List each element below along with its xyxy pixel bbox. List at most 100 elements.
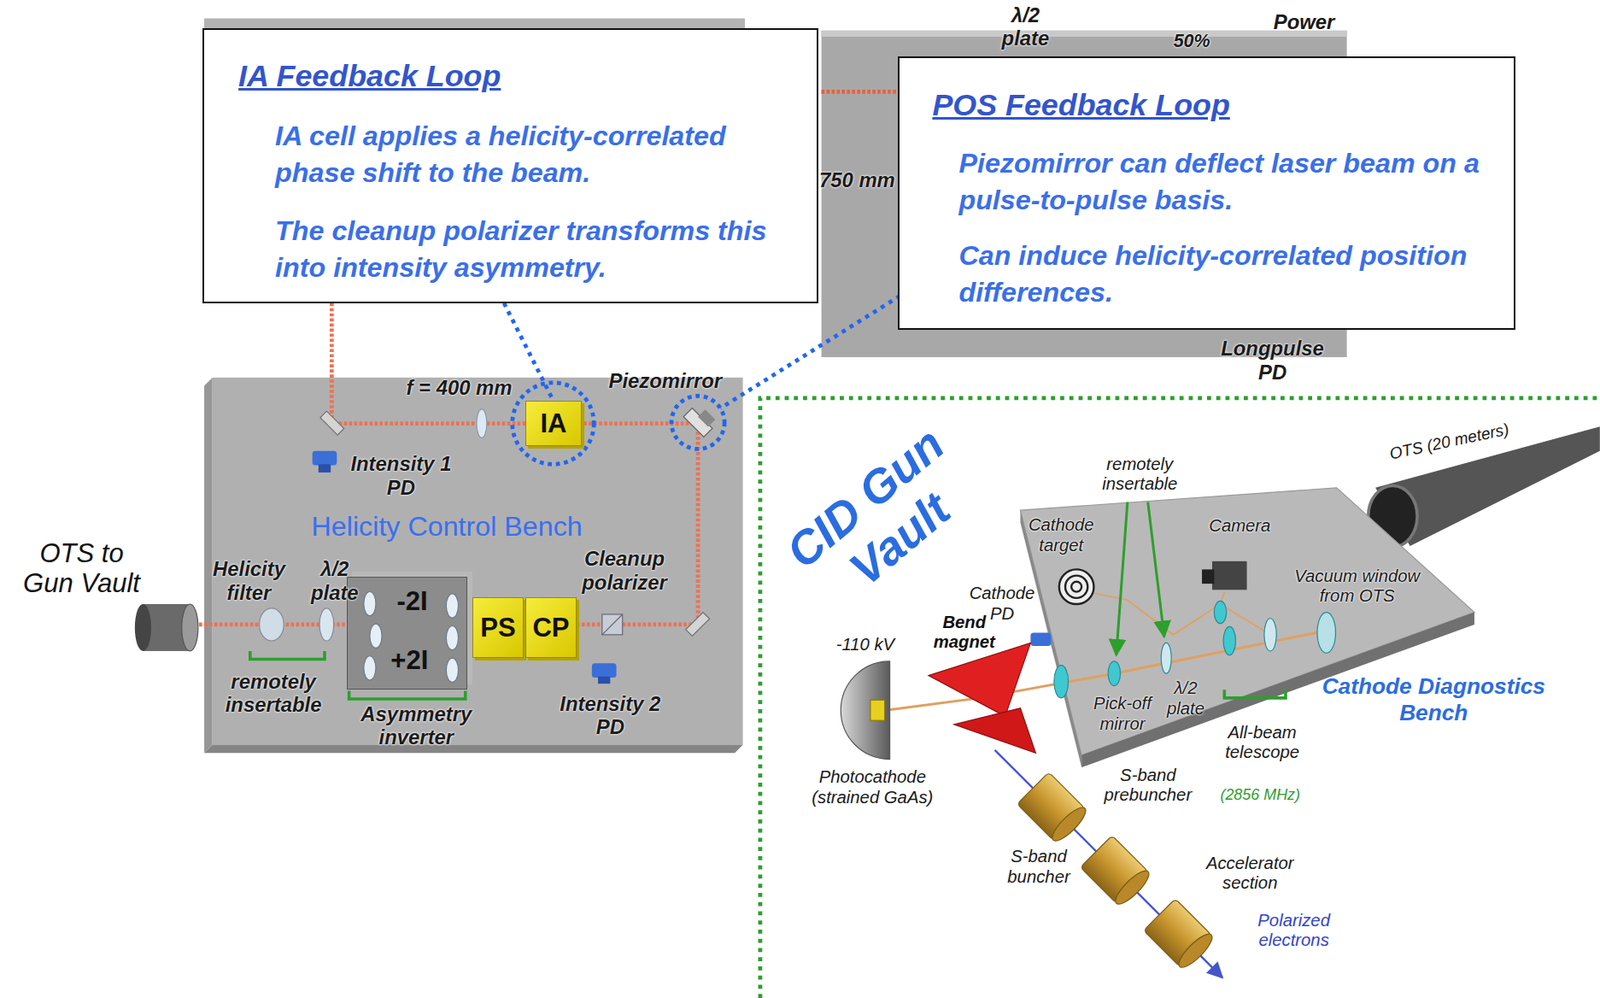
- bench-edge: [204, 377, 213, 753]
- label-slot: 50%: [1160, 30, 1223, 53]
- polarizer-cube: [602, 614, 623, 635]
- lens: [445, 593, 458, 618]
- part-label: Photocathode (strained GaAs): [785, 767, 960, 808]
- photocathode: [870, 699, 885, 721]
- dimension-label: f = 400 mm: [398, 375, 521, 399]
- part-label: Longpulse PD: [1211, 336, 1334, 384]
- label-slot: Cathode Diagnostics Bench: [1317, 673, 1550, 725]
- callout-box: IA Feedback LoopIA cell applies a helici…: [202, 28, 819, 303]
- rf-cavity: [1174, 929, 1217, 972]
- lens: [1264, 618, 1277, 651]
- camera-lens: [1201, 568, 1214, 584]
- gun-electrode: [840, 661, 890, 760]
- asymmetry-inverter: -2I +2I: [346, 576, 468, 691]
- cathode-target: [1059, 568, 1095, 604]
- label-slot: 750 mm: [818, 168, 897, 192]
- text-slot: The cleanup polarizer transforms this in…: [275, 212, 811, 287]
- node-text: The cleanup polarizer transforms this in…: [275, 212, 811, 287]
- label-slot: OTS to Gun Vault: [17, 538, 146, 599]
- text-slot: +2I: [390, 642, 448, 678]
- callout-heading: IA Feedback Loop: [238, 56, 790, 98]
- bracket: [349, 691, 466, 700]
- label-slot: λ/2 plate: [993, 3, 1057, 51]
- part-label: λ/2 plate: [993, 3, 1057, 51]
- pointer-arrow: [1116, 502, 1128, 656]
- label-slot: Helicity filter: [209, 556, 289, 604]
- lens: [445, 625, 458, 650]
- label-slot: All-beam telescope: [1216, 722, 1309, 763]
- photodiode: [312, 451, 338, 466]
- dimension-label: 750 mm: [818, 168, 897, 192]
- label-slot: Polarized electrons: [1242, 910, 1345, 951]
- waveplate: [319, 608, 335, 641]
- callout-box: POS Feedback LoopPiezomirror can deflect…: [897, 56, 1516, 330]
- mirror: [685, 612, 710, 637]
- photodiode: [318, 463, 331, 473]
- rf-cavity: [1080, 835, 1149, 903]
- part-label: Intensity 2 PD: [552, 691, 668, 739]
- text-slot: IA: [526, 405, 581, 441]
- bracket: [250, 650, 325, 660]
- label-slot: S-band prebuncher: [1091, 765, 1204, 806]
- pockels-cell: PS: [472, 597, 524, 659]
- label-slot: Power: [1258, 10, 1351, 34]
- piezo-mount: [697, 409, 716, 427]
- rf-cavity: [1048, 802, 1091, 845]
- label-slot: Intensity 2 PD: [552, 691, 668, 739]
- label-slot: OTS (20 meters): [1366, 416, 1531, 469]
- part-label: Helicity filter: [209, 556, 289, 604]
- ratio-label: 50%: [1160, 30, 1223, 53]
- part-label: Vacuum window from OTS: [1285, 566, 1429, 607]
- polarizer-cube: [602, 614, 623, 635]
- lens: [445, 657, 458, 682]
- label-slot: remotely insertable: [211, 669, 335, 717]
- part-label: Cleanup polarizer: [568, 546, 680, 594]
- lens: [476, 409, 487, 438]
- part-label: Polarized electrons: [1242, 910, 1345, 951]
- node-text: IA: [539, 405, 567, 441]
- label-slot: Cathode target: [1015, 515, 1108, 556]
- lens: [1213, 600, 1226, 623]
- node-text: +2I: [390, 642, 448, 678]
- photodiode: [597, 676, 610, 684]
- label-slot: Bend magnet: [928, 612, 1001, 653]
- highlight-circle: [671, 395, 725, 449]
- part-label: S-band buncher: [1002, 846, 1075, 887]
- region-label: Cathode Diagnostics Bench: [1317, 673, 1550, 725]
- note-label: remotely insertable: [1084, 454, 1196, 495]
- leader-line: [720, 295, 900, 408]
- helicity-filter: [259, 608, 285, 641]
- label-slot: Intensity 1 PD: [344, 451, 459, 499]
- vacuum-window: [1317, 612, 1336, 654]
- note-label: remotely insertable: [211, 669, 335, 717]
- panel-edge: [204, 17, 745, 29]
- label-slot: -110 kV: [824, 634, 907, 655]
- laser-beam: [821, 89, 899, 94]
- text-slot: -2I: [396, 583, 448, 619]
- node-text: -2I: [396, 583, 448, 619]
- text-slot: CP: [526, 609, 576, 645]
- part-label: λ/2 plate: [1162, 678, 1209, 719]
- text-slot: POS Feedback Loop: [931, 85, 1483, 127]
- rf-cavity: [1080, 835, 1154, 909]
- part-label: Pick-off mirror: [1081, 693, 1164, 734]
- label-slot: Pick-off mirror: [1081, 693, 1164, 734]
- part-label: Asymmetry inverter: [350, 702, 483, 750]
- panel-bevel: [821, 30, 1348, 37]
- rf-cavity: [1017, 772, 1091, 845]
- bracket: [1224, 689, 1286, 698]
- label-slot: S-band buncher: [1002, 846, 1075, 887]
- mirror: [320, 410, 345, 435]
- bend-magnet: [928, 642, 1031, 716]
- label-slot: (2856 MHz): [1209, 785, 1312, 804]
- pickoff-mirror: [1107, 661, 1120, 686]
- part-label: OTS to Gun Vault: [17, 538, 146, 599]
- text-slot: Can induce helicity-correlated position …: [958, 237, 1505, 311]
- node-text: Helicity Control Bench: [204, 508, 691, 546]
- part-label: All-beam telescope: [1216, 722, 1309, 763]
- cathode-target: [1071, 581, 1082, 592]
- part-label: Camera: [1199, 515, 1282, 536]
- label-slot: λ/2 plate: [304, 556, 364, 604]
- cathode-target: [1065, 575, 1088, 598]
- lens: [1054, 665, 1069, 698]
